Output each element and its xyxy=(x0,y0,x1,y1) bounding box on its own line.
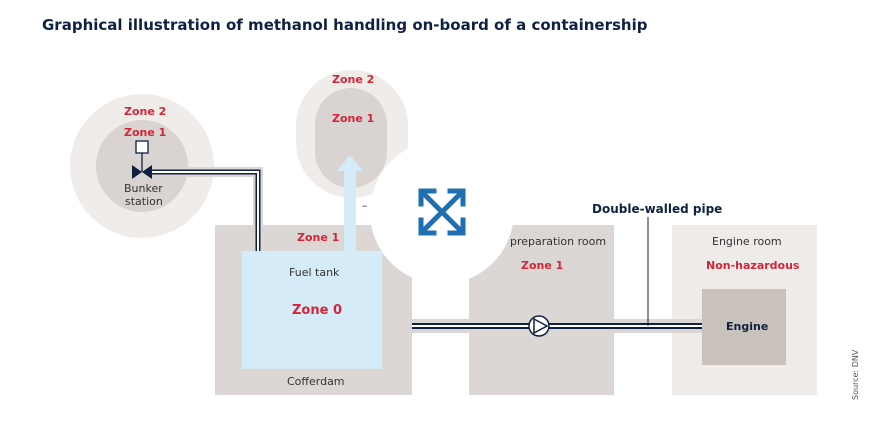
valve-icon xyxy=(132,140,152,179)
engine-room-label: Engine room xyxy=(712,235,782,248)
vent-zone2-label: Zone 2 xyxy=(332,73,375,86)
fuel-tank-label: Fuel tank xyxy=(289,266,340,279)
fuel-tank xyxy=(242,251,382,369)
engine-label: Engine xyxy=(726,320,769,333)
vent-pipe xyxy=(344,170,356,251)
preparation-room-zone-label: Zone 1 xyxy=(521,259,564,272)
bunker-pipe-inner xyxy=(150,171,259,251)
pipe-label: Double-walled pipe xyxy=(592,202,723,216)
vent-zone1-label: Zone 1 xyxy=(332,112,375,125)
engine xyxy=(702,289,786,365)
page-title: Graphical illustration of methanol handl… xyxy=(42,16,648,34)
bunker-label-line1: Bunker xyxy=(124,182,163,195)
fuel-tank-zone-label: Zone 0 xyxy=(292,303,343,318)
expand-icon[interactable] xyxy=(418,188,466,236)
pump-icon xyxy=(528,315,550,337)
engine-room-zone-label: Non-hazardous xyxy=(706,259,800,272)
bunker-zone2-label: Zone 2 xyxy=(124,105,167,118)
bunker-label-line2: station xyxy=(125,195,163,208)
source-note: Source: DNV xyxy=(851,349,860,400)
cofferdam-label: Cofferdam xyxy=(287,375,345,388)
cofferdam-zone-label: Zone 1 xyxy=(297,231,340,244)
vent-zone1-area xyxy=(315,88,387,188)
dash-mark: – xyxy=(362,199,368,212)
vent-arrow-head xyxy=(337,155,363,171)
preparation-room-label: preparation room xyxy=(510,235,607,248)
bunker-zone1-label: Zone 1 xyxy=(124,126,167,139)
